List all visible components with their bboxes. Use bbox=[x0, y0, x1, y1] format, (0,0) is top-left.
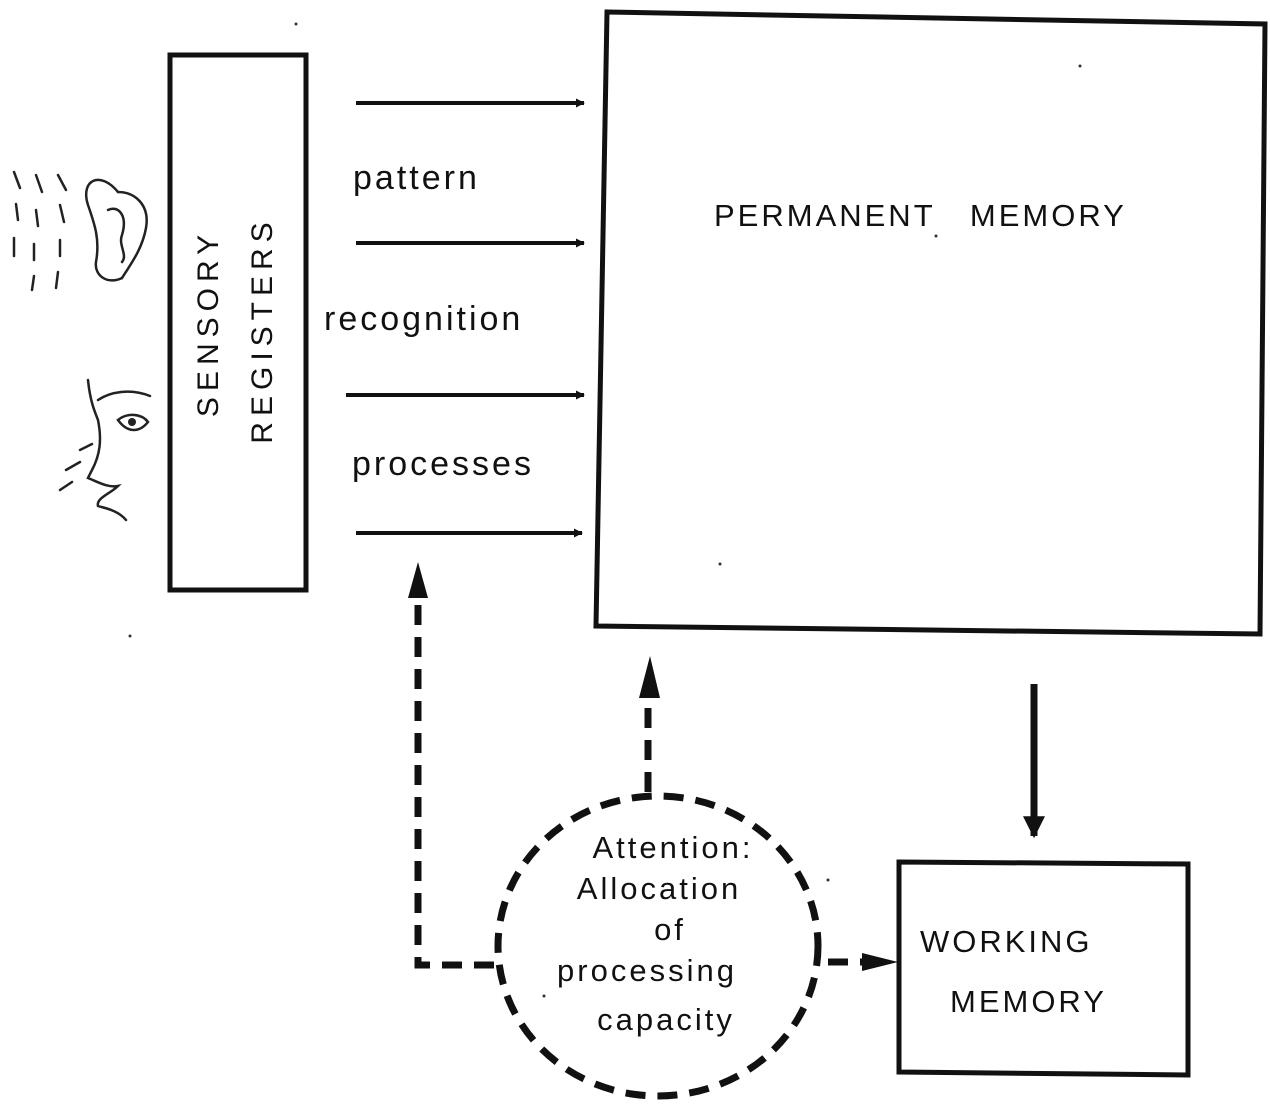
label-processes: processes bbox=[352, 445, 534, 483]
attention-circle: Attention: Allocation of processing capa… bbox=[498, 796, 818, 1096]
attention-to-working-arrowhead bbox=[862, 953, 898, 971]
attention-line3: of bbox=[654, 912, 686, 947]
permanent-memory-box: PERMANENT MEMORY bbox=[596, 12, 1265, 634]
sensory-registers-box: SENSORY REGISTERS bbox=[170, 55, 306, 590]
label-recognition: recognition bbox=[324, 300, 523, 338]
working-memory-box: WORKING MEMORY bbox=[899, 862, 1188, 1075]
working-memory-line2: MEMORY bbox=[950, 984, 1107, 1019]
ear-icon bbox=[14, 172, 147, 290]
attention-line2: Allocation bbox=[577, 871, 741, 906]
label-pattern: pattern bbox=[353, 159, 480, 197]
sensory-registers-line2: REGISTERS bbox=[246, 216, 279, 443]
attention-to-sensory-arrow bbox=[418, 600, 494, 965]
attention-to-permanent-arrowhead bbox=[639, 656, 660, 698]
face-profile-icon bbox=[60, 380, 150, 520]
attention-line4: processing bbox=[557, 953, 737, 988]
sensory-registers-line1: SENSORY bbox=[192, 229, 225, 417]
attention-line1: Attention: bbox=[593, 830, 754, 865]
permanent-memory-label: PERMANENT MEMORY bbox=[714, 198, 1127, 233]
attention-line5: capacity bbox=[597, 1002, 735, 1037]
attention-to-sensory-arrowhead bbox=[408, 562, 428, 598]
working-memory-line1: WORKING bbox=[920, 924, 1093, 959]
